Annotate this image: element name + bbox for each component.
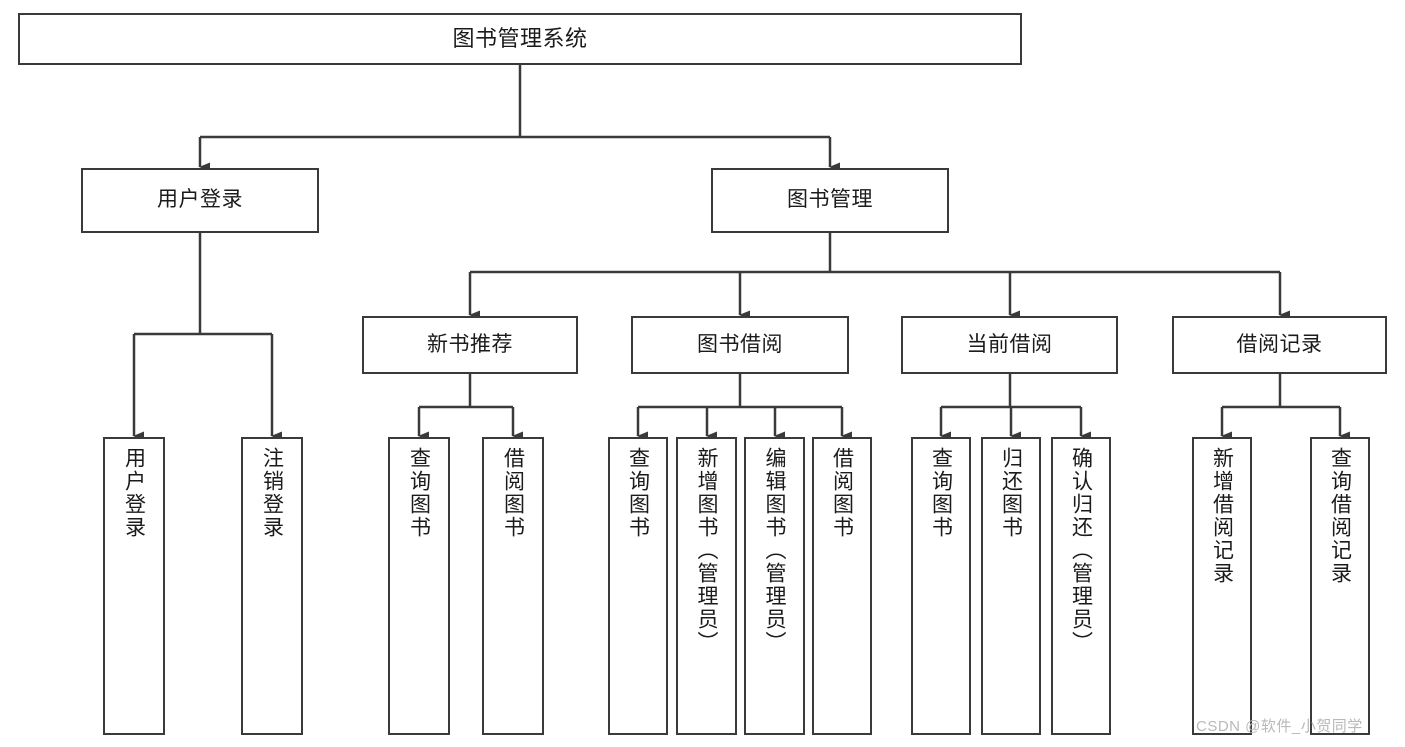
watermark-text: CSDN @软件_小贺同学: [1196, 718, 1363, 735]
node-leaf-add-record[interactable]: 新增借阅记录: [1192, 437, 1252, 735]
node-label: 图书管理: [787, 188, 873, 212]
node-leaf-return-book[interactable]: 归还图书: [981, 437, 1041, 735]
node-leaf-borrow-book-2[interactable]: 借阅图书: [812, 437, 872, 735]
node-leaf-user-login[interactable]: 用户登录: [103, 437, 165, 735]
node-label: 借阅记录: [1236, 332, 1323, 356]
node-label: 查询图书: [929, 447, 953, 539]
edge-paths: [132, 65, 1350, 441]
node-leaf-query-book-3[interactable]: 查询图书: [911, 437, 971, 735]
node-label: 确认归还（管理员）: [1069, 447, 1093, 654]
node-leaf-query-record[interactable]: 查询借阅记录: [1310, 437, 1370, 735]
node-label: 用户登录: [122, 447, 146, 539]
node-new-book-rec[interactable]: 新书推荐: [362, 316, 578, 374]
node-root[interactable]: 图书管理系统: [18, 13, 1022, 65]
node-book-manage[interactable]: 图书管理: [711, 168, 949, 233]
node-current-borrow[interactable]: 当前借阅: [901, 316, 1118, 374]
node-label: 注销登录: [260, 447, 284, 539]
node-label: 借阅图书: [501, 447, 525, 539]
node-borrow-record[interactable]: 借阅记录: [1172, 316, 1387, 374]
node-label: 新书推荐: [427, 332, 513, 356]
node-leaf-query-book-1[interactable]: 查询图书: [388, 437, 450, 735]
node-label: 查询借阅记录: [1328, 447, 1352, 585]
node-label: 图书借阅: [697, 332, 783, 356]
node-leaf-query-book-2[interactable]: 查询图书: [608, 437, 668, 735]
node-label: 新增图书（管理员）: [695, 447, 718, 654]
node-book-borrow[interactable]: 图书借阅: [631, 316, 849, 374]
node-label: 借阅图书: [830, 447, 854, 539]
node-label: 用户登录: [157, 188, 243, 212]
node-label: 图书管理系统: [452, 26, 588, 52]
node-label: 编辑图书（管理员）: [763, 447, 786, 654]
node-label: 查询图书: [626, 447, 650, 539]
node-user-login[interactable]: 用户登录: [81, 168, 319, 233]
node-leaf-borrow-book-1[interactable]: 借阅图书: [482, 437, 544, 735]
node-label: 查询图书: [407, 447, 431, 539]
node-label: 新增借阅记录: [1210, 447, 1234, 585]
node-label: 当前借阅: [966, 332, 1053, 356]
node-label: 归还图书: [999, 447, 1023, 539]
node-leaf-confirm-return[interactable]: 确认归还（管理员）: [1051, 437, 1111, 735]
node-leaf-edit-book[interactable]: 编辑图书（管理员）: [744, 437, 805, 735]
node-leaf-add-book[interactable]: 新增图书（管理员）: [676, 437, 737, 735]
node-leaf-user-logout[interactable]: 注销登录: [241, 437, 303, 735]
